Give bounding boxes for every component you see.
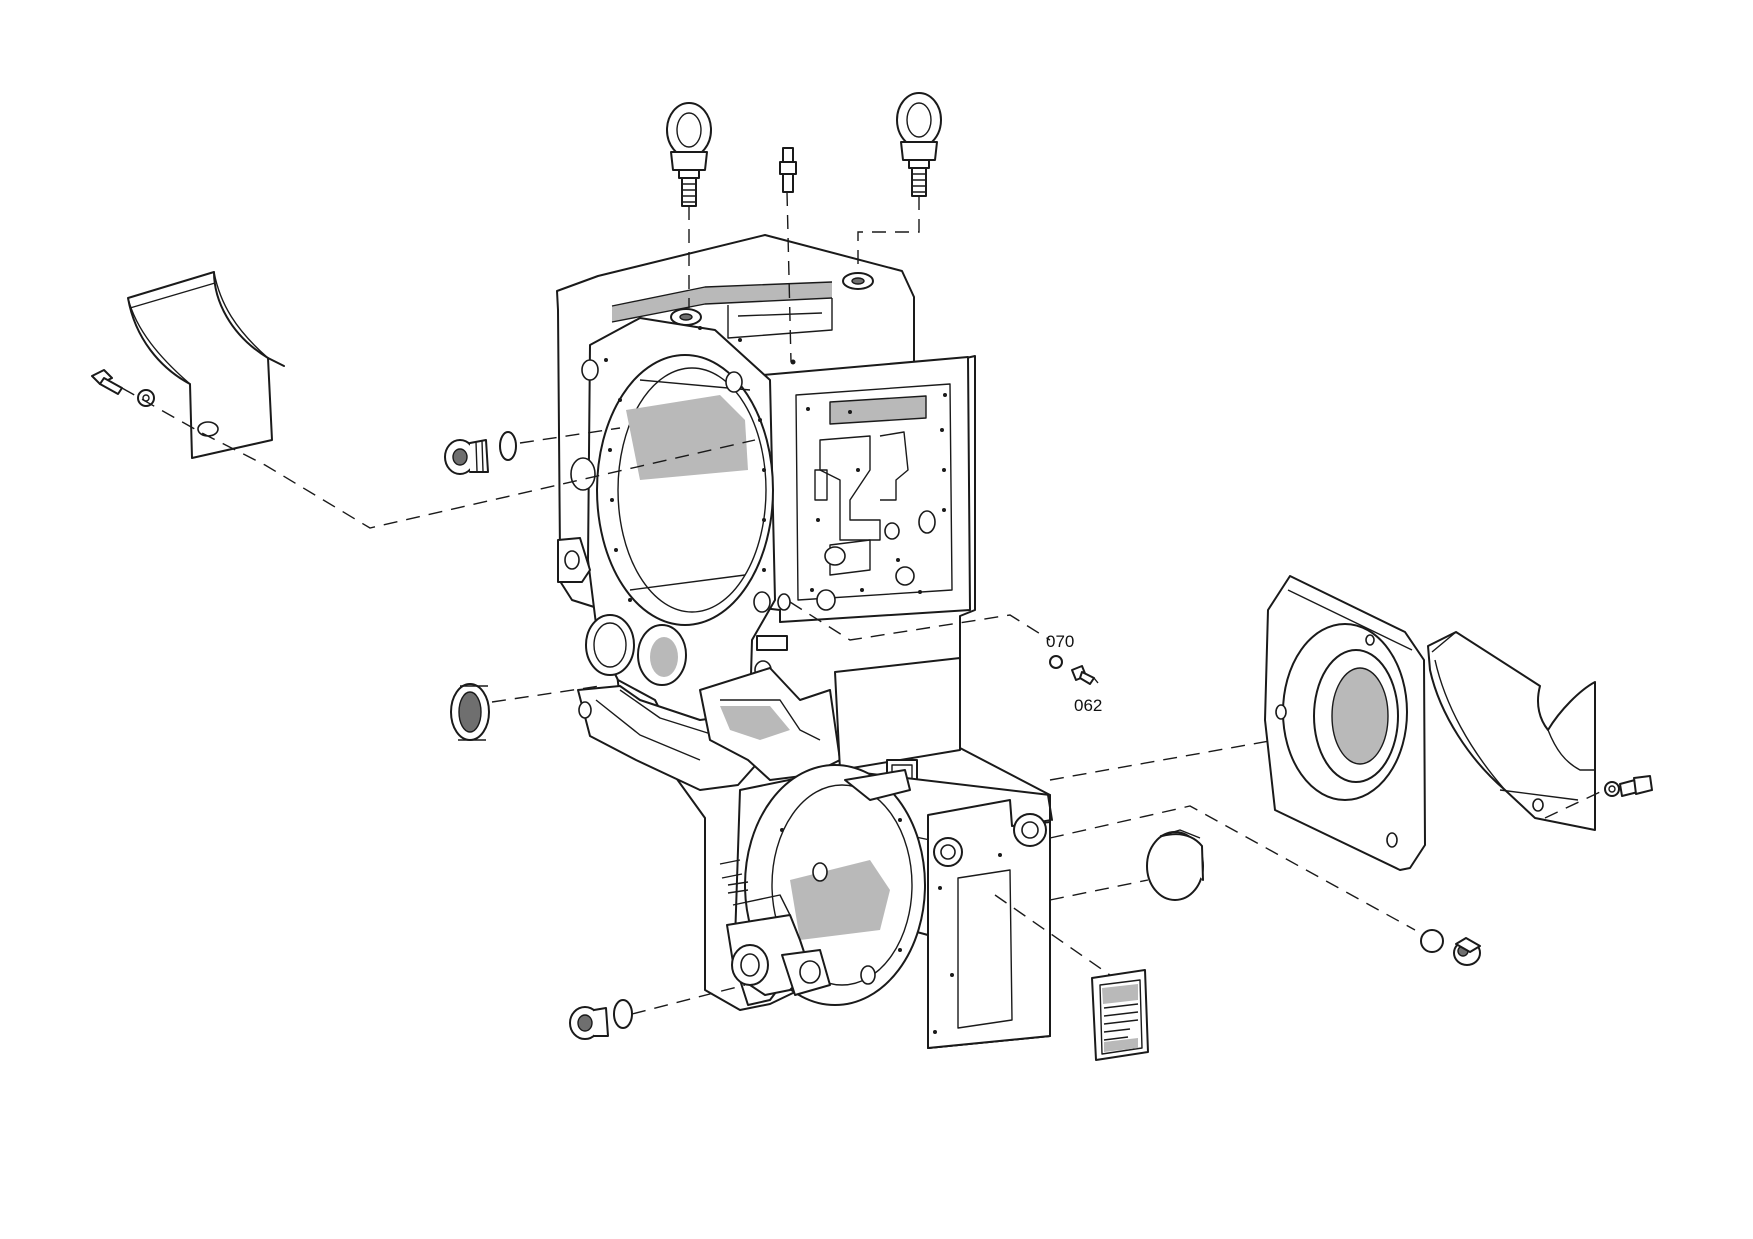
cover-disc[interactable] xyxy=(1146,829,1204,901)
screw-left-cover[interactable] xyxy=(91,369,123,395)
callout-label-062: 062 xyxy=(1074,696,1102,715)
shaft-seal-ring-left[interactable] xyxy=(450,683,490,741)
cover-sheet-left[interactable] xyxy=(127,271,285,459)
o-ring-lower-left[interactable] xyxy=(613,999,633,1029)
type-plate[interactable] xyxy=(1091,969,1149,1061)
o-ring-upper-left[interactable] xyxy=(499,431,517,461)
plug-screw-right[interactable] xyxy=(1453,937,1481,966)
washer-left-cover[interactable] xyxy=(137,389,155,407)
lifting-eye-bolt-right[interactable] xyxy=(896,92,942,197)
o-ring-070[interactable] xyxy=(1049,655,1063,669)
washer-right-cover[interactable] xyxy=(1604,781,1620,797)
callout-label-070: 070 xyxy=(1046,632,1074,651)
plug-screw-upper-left[interactable] xyxy=(444,439,489,475)
cover-sheet-right[interactable] xyxy=(1427,631,1596,831)
plug-screw-lower-left[interactable] xyxy=(569,1006,609,1040)
o-ring-right[interactable] xyxy=(1420,929,1444,953)
lifting-eye-bolt-left[interactable] xyxy=(666,102,712,207)
screw-plug-062[interactable] xyxy=(1071,665,1099,685)
transmission-housing[interactable] xyxy=(556,234,1053,1049)
cover-plate-right[interactable] xyxy=(1264,575,1426,871)
assembly-lines xyxy=(121,191,1601,1015)
screw-right-cover[interactable] xyxy=(1619,775,1653,797)
breather-valve[interactable] xyxy=(779,147,797,193)
